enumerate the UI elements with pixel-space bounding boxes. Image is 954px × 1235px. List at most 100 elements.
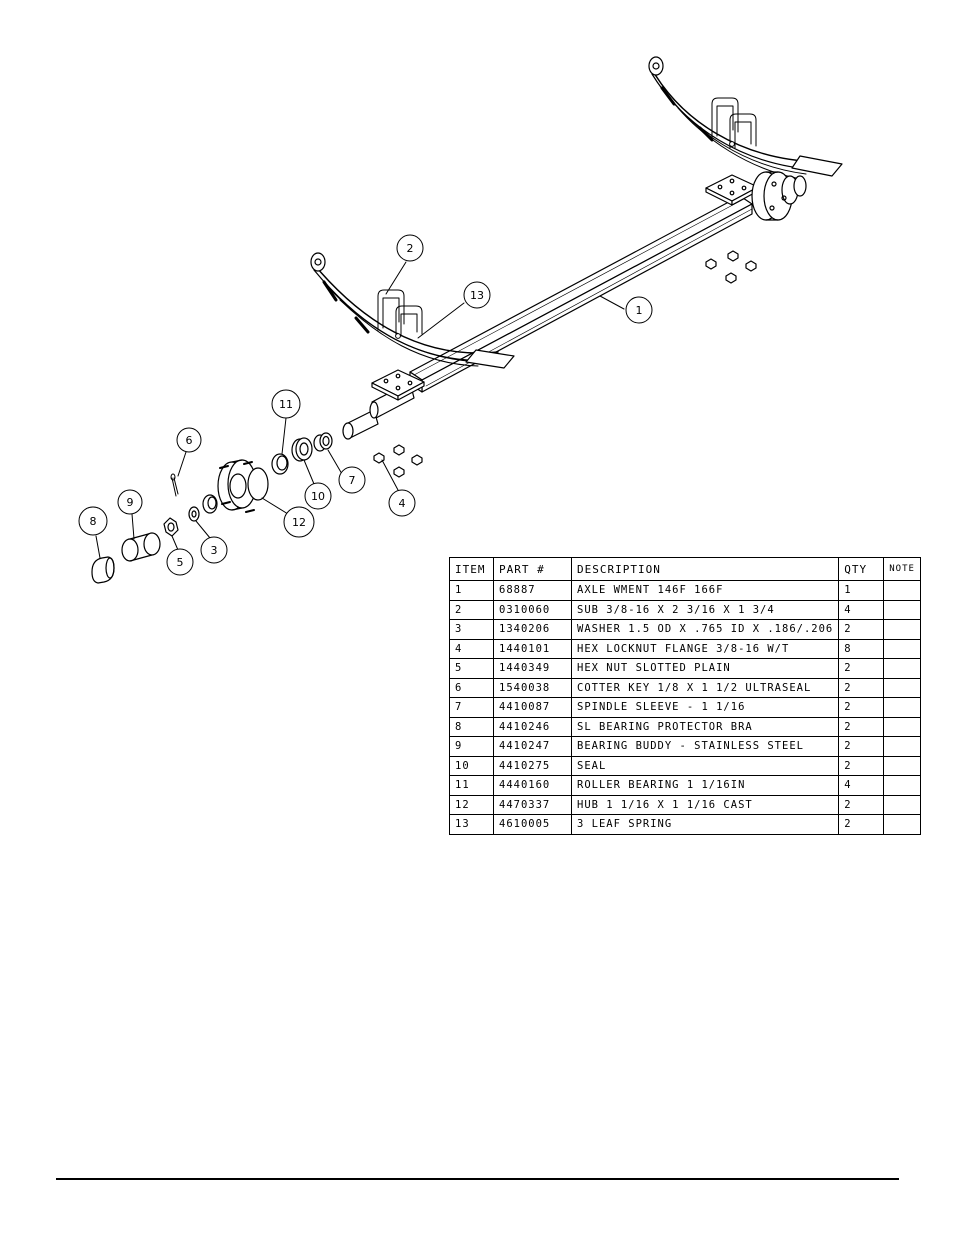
bom-cell-part: 1540038 [493, 677, 572, 698]
bom-cell-item: 2 [449, 599, 494, 620]
bom-cell-item: 5 [449, 658, 494, 679]
bom-header-note: NOTE [883, 557, 921, 581]
bom-cell-qty: 2 [838, 755, 885, 776]
left-u-bolts [377, 289, 423, 339]
callout-5 [166, 548, 194, 576]
cotter-key [170, 473, 179, 497]
callout-10 [304, 482, 332, 510]
callout-6 [176, 427, 202, 453]
callout-label-7: 7 [349, 474, 356, 487]
right-u-bolts [711, 97, 757, 149]
callout-12 [283, 506, 315, 538]
right-hub-assembly [751, 171, 807, 221]
bom-cell-part: 1440349 [493, 658, 572, 679]
bom-cell-description: ROLLER BEARING 1 1/16IN [570, 775, 840, 796]
bom-cell-note [883, 697, 921, 718]
bom-cell-part: 1340206 [493, 619, 572, 640]
bom-cell-note [883, 755, 921, 776]
bom-header-qty: QTY [838, 557, 885, 581]
inner-roller-bearing [271, 453, 289, 475]
bom-cell-part: 4410087 [493, 697, 572, 718]
callout-label-10: 10 [311, 490, 325, 503]
bom-cell-part: 4440160 [493, 775, 572, 796]
exploded-axle-diagram: 1 2 3 4 5 6 7 8 9 10 11 12 13 [78, 56, 843, 584]
bom-cell-note [883, 580, 921, 601]
bom-cell-part: 0310060 [493, 599, 572, 620]
right-spring-seat [705, 174, 759, 206]
bom-cell-qty: 2 [838, 697, 885, 718]
callout-label-9: 9 [127, 496, 134, 509]
bom-cell-qty: 2 [838, 716, 885, 737]
bom-cell-part: 68887 [493, 580, 572, 601]
bom-cell-note [883, 619, 921, 640]
axle-tube [409, 195, 753, 393]
bom-header-item: ITEM [449, 557, 494, 581]
bom-header-description: DESCRIPTION [570, 557, 840, 581]
callout-4 [388, 489, 416, 517]
callout-label-6: 6 [186, 434, 193, 447]
bom-cell-description: SEAL [570, 755, 840, 776]
callout-2 [396, 234, 424, 262]
bom-cell-description: AXLE WMENT 146F 166F [570, 580, 840, 601]
right-hex-nuts [705, 250, 757, 284]
callout-1 [625, 296, 653, 324]
bom-cell-description: HEX NUT SLOTTED PLAIN [570, 658, 840, 679]
bom-cell-item: 13 [449, 814, 494, 835]
bom-header-part: PART # [493, 557, 572, 581]
callout-9 [117, 489, 143, 515]
callout-3 [200, 536, 228, 564]
callout-13 [463, 281, 491, 309]
left-spring-seat [371, 369, 425, 401]
bom-cell-description: SUB 3/8-16 X 2 3/16 X 1 3/4 [570, 599, 840, 620]
bom-cell-qty: 2 [838, 658, 885, 679]
bom-cell-qty: 4 [838, 599, 885, 620]
bom-cell-qty: 8 [838, 638, 885, 659]
outer-roller-bearing [202, 494, 218, 514]
bom-cell-qty: 4 [838, 775, 885, 796]
bom-cell-part: 4470337 [493, 794, 572, 815]
callout-label-12: 12 [292, 516, 306, 529]
bom-cell-note [883, 736, 921, 757]
bom-cell-description: SPINDLE SLEEVE - 1 1/16 [570, 697, 840, 718]
left-leaf-spring [310, 252, 515, 369]
callout-8 [78, 506, 108, 536]
bom-cell-item: 11 [449, 775, 494, 796]
callout-label-4: 4 [399, 497, 406, 510]
bom-cell-item: 9 [449, 736, 494, 757]
bom-cell-qty: 2 [838, 677, 885, 698]
slotted-nut [163, 517, 179, 537]
hub [217, 459, 269, 513]
bom-cell-description: SL BEARING PROTECTOR BRA [570, 716, 840, 737]
bom-cell-qty: 2 [838, 736, 885, 757]
callout-label-2: 2 [407, 242, 414, 255]
bom-cell-note [883, 814, 921, 835]
callout-label-5: 5 [177, 556, 184, 569]
bom-cell-qty: 2 [838, 794, 885, 815]
callout-labels: 1 2 3 4 5 6 7 8 9 10 11 12 13 [90, 242, 643, 569]
bom-cell-note [883, 658, 921, 679]
bom-cell-part: 4410275 [493, 755, 572, 776]
bom-cell-part: 1440101 [493, 638, 572, 659]
bom-cell-item: 8 [449, 716, 494, 737]
bom-cell-qty: 2 [838, 814, 885, 835]
spindle-sleeve [313, 432, 333, 452]
bom-cell-description: HUB 1 1/16 X 1 1/16 CAST [570, 794, 840, 815]
callouts [78, 234, 653, 576]
callout-label-1: 1 [636, 304, 643, 317]
washer [188, 506, 200, 522]
bom-cell-description: 3 LEAF SPRING [570, 814, 840, 835]
bom-cell-item: 3 [449, 619, 494, 640]
right-leaf-spring [648, 56, 843, 179]
callout-label-13: 13 [470, 289, 484, 302]
bom-cell-description: HEX LOCKNUT FLANGE 3/8-16 W/T [570, 638, 840, 659]
left-hex-nuts [373, 444, 423, 478]
bom-cell-part: 4410246 [493, 716, 572, 737]
